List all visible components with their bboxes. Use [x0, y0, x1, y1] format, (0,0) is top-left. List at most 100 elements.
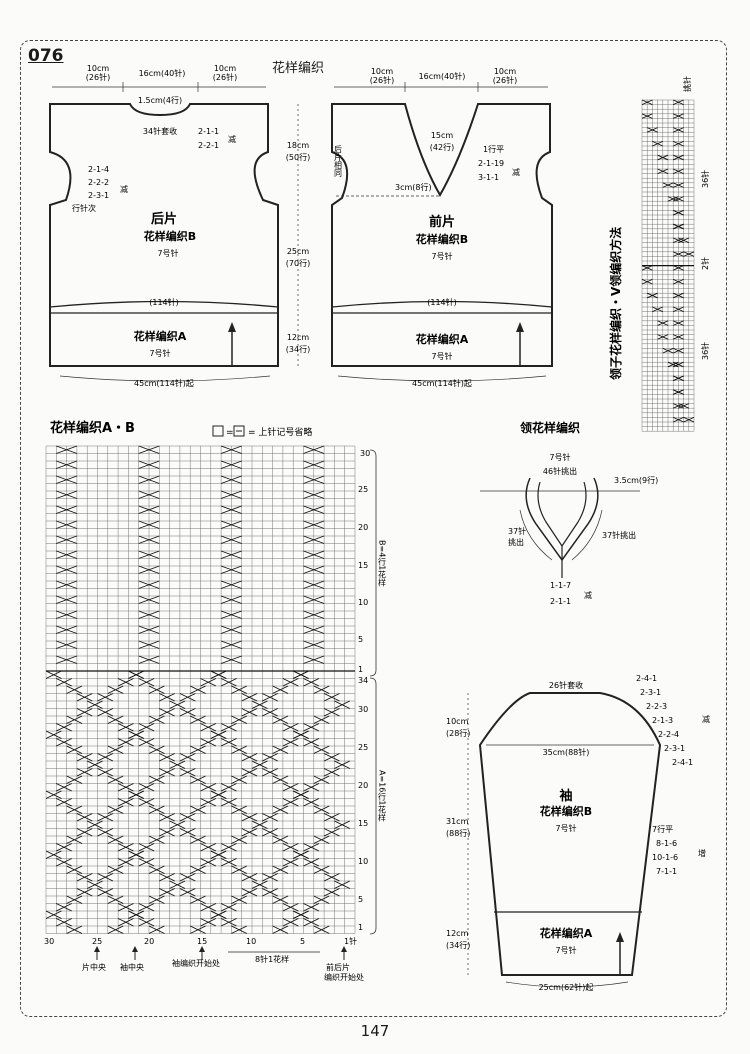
b-note: B=4行1花样: [378, 540, 387, 587]
front-dim-left: 10cm: [371, 67, 394, 76]
back-hem-needle: 7号针: [149, 348, 170, 358]
sleeve-cap-4: 2-1-3: [652, 716, 673, 725]
sleeve-dim-2: 31cm: [446, 817, 469, 826]
back-neck-dec-1: 2-1-1: [198, 127, 219, 136]
vneck-label-36b: 36针: [700, 342, 710, 360]
sleeve-dim-3: 12cm: [446, 929, 469, 938]
front-side-note: 后片相同: [334, 144, 343, 178]
label-sleeve-start: 袖编织开始处: [172, 958, 220, 968]
col-tick-15: 15: [197, 937, 207, 946]
front-piece: 10cm (26针) 16cm(40针) 10cm (26针) 后片相同 15c…: [331, 67, 553, 388]
collar-left-pick-2: 挑出: [508, 537, 524, 547]
vdim-3: 12cm: [287, 333, 310, 342]
row-tick-bot-15: 15: [358, 819, 368, 828]
row-tick-bot-30: 30: [358, 705, 368, 714]
page-number: 147: [360, 1022, 390, 1040]
front-dim-right: 10cm: [494, 67, 517, 76]
back-cast-on: 45cm(114针)起: [134, 378, 194, 388]
vneck-label-36a: 36针: [700, 170, 710, 188]
back-neck-dec-word: 减: [228, 134, 236, 144]
vneck-grid: [641, 99, 695, 432]
collar-diagram: 领花样编织 7号针 46针挑出 3.5cm(9行) 37针 挑出 37针挑出 1…: [480, 420, 658, 606]
sleeve-inc-word: 增: [698, 848, 706, 858]
front-cast-on: 45cm(114针)起: [412, 378, 472, 388]
legend-text: = 上针记号省略: [248, 426, 312, 438]
sleeve-inc-1: 7行平: [652, 824, 673, 834]
chart-ab-title: 花样编织A・B: [50, 420, 135, 436]
collar-needle: 7号针: [549, 452, 570, 462]
row-tick-bot-1: 1: [358, 923, 363, 932]
row-tick-bot-25: 25: [358, 743, 368, 752]
vneck-title: 领子花样编织・V领编织方法: [608, 227, 623, 380]
front-needle: 7号针: [431, 251, 452, 261]
collar-width: 3.5cm(9行): [614, 475, 658, 485]
front-hem-needle: 7号针: [431, 351, 452, 361]
col-tick-25: 25: [92, 937, 102, 946]
back-neck-bind: 34针套收: [143, 126, 177, 136]
back-neck-dec-2: 2-2-1: [198, 141, 219, 150]
back-arm-dec-4: 行针次: [72, 203, 96, 213]
front-v-bottom: 3cm(8行): [395, 182, 432, 192]
row-tick-top-25: 25: [358, 485, 368, 494]
front-hem-pattern: 花样编织A: [416, 332, 469, 346]
collar-dec-2: 2-1-1: [550, 597, 571, 606]
chart-ab-grid: [45, 445, 356, 934]
vneck-chart: 领子花样编织・V领编织方法 挑针 36针 2针 36针: [608, 76, 710, 432]
row-tick-bot-5: 5: [358, 895, 363, 904]
sleeve-cap-dec: 减: [702, 714, 710, 724]
top-title: 花样编织: [272, 61, 325, 76]
sleeve-dim-2-rows: (88行): [446, 828, 470, 838]
back-arm-dec-1: 2-1-4: [88, 165, 109, 174]
col-tick-1: 1针: [344, 936, 357, 946]
sleeve-hem-needle: 7号针: [555, 945, 576, 955]
sleeve-dim-1-rows: (28行): [446, 728, 470, 738]
legend-eq: =: [226, 428, 234, 438]
row-tick-top-1: 1: [358, 665, 363, 674]
vertical-dims: 18cm (50行) 25cm (70行) 12cm (34行): [286, 104, 310, 366]
front-neck-depth: 15cm: [431, 131, 454, 140]
a-note: A=16行1花样: [378, 770, 387, 822]
page-code: 076: [28, 46, 64, 66]
sleeve-title: 袖: [559, 788, 572, 804]
collar-pickup-top: 46针挑出: [543, 466, 577, 476]
row-tick-bot-10: 10: [358, 857, 368, 866]
front-neck-row-2: 2-1-19: [478, 159, 504, 168]
row-tick-top-20: 20: [358, 523, 368, 532]
label-body: 前后片: [326, 962, 350, 972]
col-tick-10: 10: [246, 937, 256, 946]
front-dim-left-st: (26针): [370, 75, 394, 85]
sleeve-needle: 7号针: [555, 823, 576, 833]
collar-dec-word: 减: [584, 590, 592, 600]
sleeve-dim-1: 10cm: [446, 717, 469, 726]
sleeve-cap-7: 2-4-1: [672, 758, 693, 767]
sleeve-cap-2: 2-3-1: [640, 688, 661, 697]
page-frame: [20, 40, 727, 1017]
back-dim-right: 10cm: [214, 64, 237, 73]
front-neck-dec-word: 减: [512, 167, 520, 177]
row-tick-top-30: 30: [360, 449, 370, 458]
back-stitch-count: (114针): [149, 297, 179, 307]
front-stitch-count: (114针): [427, 297, 457, 307]
sleeve-diagram: 26针套收 2-4-1 2-3-1 2-2-3 2-1-3 2-2-4 2-3-…: [446, 674, 710, 992]
label-sleeve-center: 袖中央: [120, 962, 144, 972]
col-tick-5: 5: [300, 937, 305, 946]
sleeve-cap-5: 2-2-4: [658, 730, 679, 739]
row-tick-top-10: 10: [358, 598, 368, 607]
chart-ab: 花样编织A・B = = 上针记号省略 30 25 20 15 10 5 1 34…: [44, 420, 387, 982]
vdim-2: 25cm: [287, 247, 310, 256]
back-hem-pattern: 花样编织A: [134, 329, 187, 343]
sleeve-cap-6: 2-3-1: [664, 744, 685, 753]
vdim-1: 18cm: [287, 141, 310, 150]
back-arm-dec-word: 减: [120, 184, 128, 194]
sleeve-inc-4: 7-1-1: [656, 867, 677, 876]
back-arm-dec-2: 2-2-2: [88, 178, 109, 187]
front-dim-mid: 16cm(40针): [419, 71, 466, 81]
vdim-2-rows: (70行): [286, 258, 310, 268]
row-tick-bot-20: 20: [358, 781, 368, 790]
label-8st-repeat: 8针1花样: [255, 954, 289, 964]
sleeve-dim-3-rows: (34行): [446, 940, 470, 950]
sleeve-cap-1: 2-4-1: [636, 674, 657, 683]
vdim-1-rows: (50行): [286, 152, 310, 162]
back-dim-left: 10cm: [87, 64, 110, 73]
